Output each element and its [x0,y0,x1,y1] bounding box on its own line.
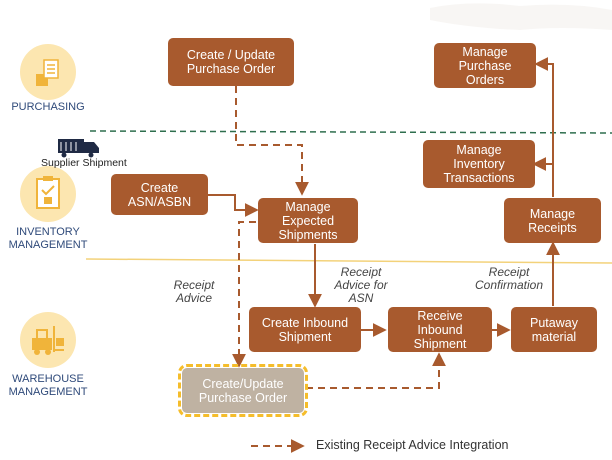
edge-asn-to-expected [208,194,259,217]
clipboard-icon [20,166,76,222]
edge-label-receipt-confirmation: Receipt Confirmation [474,265,544,292]
forklift-icon [20,312,76,368]
node-manage-receipts[interactable]: Manage Receipts [504,198,601,243]
supplier-shipment-label: Supplier Shipment [41,157,127,169]
warehouse-divider [85,258,612,264]
node-manage-inventory-transactions[interactable]: Manage Inventory Transactions [423,140,535,188]
area-label-warehouse: WAREHOUSE MANAGEMENT [8,373,88,398]
edge-receipts-to-po [534,57,554,164]
node-putaway-material[interactable]: Putaway material [511,307,597,352]
edge-label-receipt-advice: Receipt Advice [173,278,215,305]
area-label-purchasing: PURCHASING [11,101,85,113]
legend-label: Existing Receipt Advice Integration [316,438,509,452]
edge-po-to-expected [235,86,309,196]
node-create-update-po[interactable]: Create / Update Purchase Order [168,38,294,86]
edge-wms-po-to-receive [306,352,446,389]
edge-receipts-to-inventory [532,157,554,197]
edge-expected-to-wms-po [232,221,256,368]
area-label-inventory: INVENTORY MANAGEMENT [8,226,88,251]
node-create-update-po-wms[interactable]: Create/Update Purchase Order [178,364,308,417]
decorative-pattern [430,3,612,30]
node-manage-expected-shipments[interactable]: Manage Expected Shipments [258,198,358,243]
node-manage-purchase-orders[interactable]: Manage Purchase Orders [434,43,536,88]
purchasing-divider [89,130,612,134]
purchasing-icon [20,44,76,100]
edge-label-receipt-advice-asn: Receipt Advice for ASN [334,265,388,305]
truck-icon [58,139,99,158]
node-create-asn[interactable]: Create ASN/ASBN [111,174,208,215]
node-receive-inbound-shipment[interactable]: Receive Inbound Shipment [388,307,492,352]
node-create-inbound-shipment[interactable]: Create Inbound Shipment [249,307,361,352]
